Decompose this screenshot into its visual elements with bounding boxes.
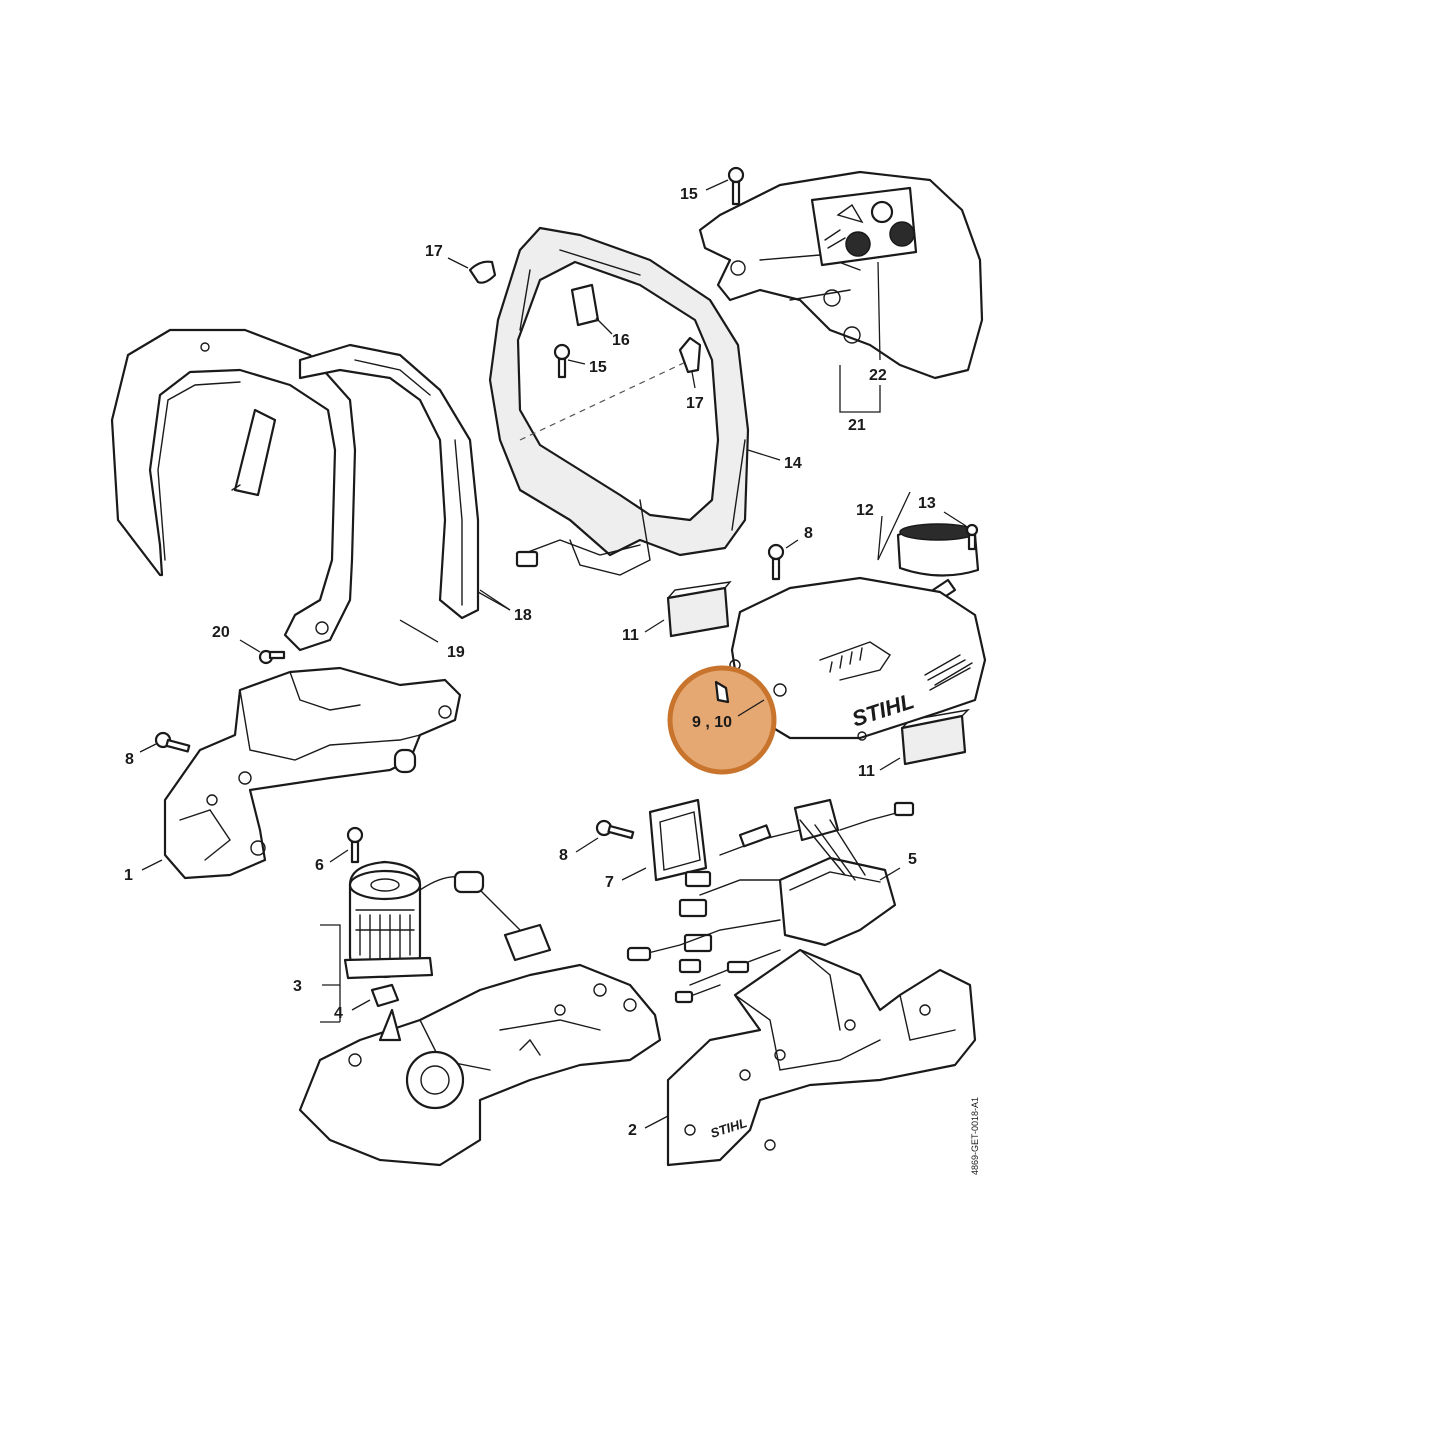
callout-13: 13	[918, 495, 936, 512]
foam-pad-upper[interactable]	[644, 581, 732, 638]
callout-18: 18	[514, 607, 532, 624]
screw-20[interactable]	[239, 639, 286, 665]
electronics-module[interactable]	[626, 798, 915, 1004]
callout-1: 1	[124, 867, 133, 884]
drawing-code: 4869-GET-0018-A1	[970, 1097, 980, 1175]
callout-15-top: 15	[680, 186, 698, 203]
callout-17-bottom: 17	[686, 395, 704, 412]
motor-cover[interactable]: STIHL	[729, 576, 987, 741]
callout-8-left: 8	[125, 751, 134, 768]
callout-11-upper: 11	[622, 627, 639, 644]
callout-15-middle: 15	[589, 359, 607, 376]
switch-part[interactable]	[570, 283, 613, 335]
callout-9-10: 9 , 10	[692, 714, 732, 731]
callout-21: 21	[848, 417, 866, 434]
callout-5: 5	[908, 851, 917, 868]
front-handle-bow[interactable]	[110, 328, 357, 652]
top-cover[interactable]	[698, 170, 984, 413]
screw-6[interactable]	[329, 826, 364, 864]
screw-13[interactable]	[943, 511, 979, 551]
highlight-callout-9-10[interactable]: 9 , 10	[667, 665, 777, 775]
callout-12: 12	[856, 502, 874, 519]
screw-8-right[interactable]	[767, 539, 799, 581]
handle-frame[interactable]	[488, 226, 781, 576]
callout-4: 4	[334, 1005, 343, 1022]
screw-8-left[interactable]	[139, 731, 191, 753]
gear-housing[interactable]	[298, 963, 662, 1167]
callout-6: 6	[315, 857, 324, 874]
screw-8-bottom[interactable]	[575, 819, 635, 853]
handle-housing[interactable]	[141, 666, 462, 880]
callout-2: 2	[628, 1122, 637, 1139]
screw-15-top[interactable]	[705, 166, 745, 206]
callout-3: 3	[293, 978, 302, 995]
housing-shell[interactable]: STIHL	[644, 948, 977, 1167]
callout-20: 20	[212, 624, 230, 641]
coupling[interactable]	[351, 983, 400, 1011]
spring-lever-right[interactable]	[678, 336, 702, 389]
callout-8-bottom: 8	[559, 847, 568, 864]
strap-bracket[interactable]	[877, 491, 980, 577]
callout-8-right: 8	[804, 525, 813, 542]
callout-7: 7	[605, 874, 614, 891]
electric-motor[interactable]	[320, 860, 552, 1023]
callout-19: 19	[447, 644, 465, 661]
highlight-circle	[667, 665, 777, 775]
callout-11-lower: 11	[858, 763, 875, 780]
screw-15-middle[interactable]	[553, 343, 586, 379]
callout-17-top: 17	[425, 243, 443, 260]
electronics-plate[interactable]	[621, 798, 708, 882]
spring-clip-top[interactable]	[447, 257, 497, 284]
handle-strip[interactable]	[298, 343, 511, 620]
callout-16: 16	[612, 332, 630, 349]
callout-22: 22	[869, 367, 887, 384]
callout-14: 14	[784, 455, 802, 472]
